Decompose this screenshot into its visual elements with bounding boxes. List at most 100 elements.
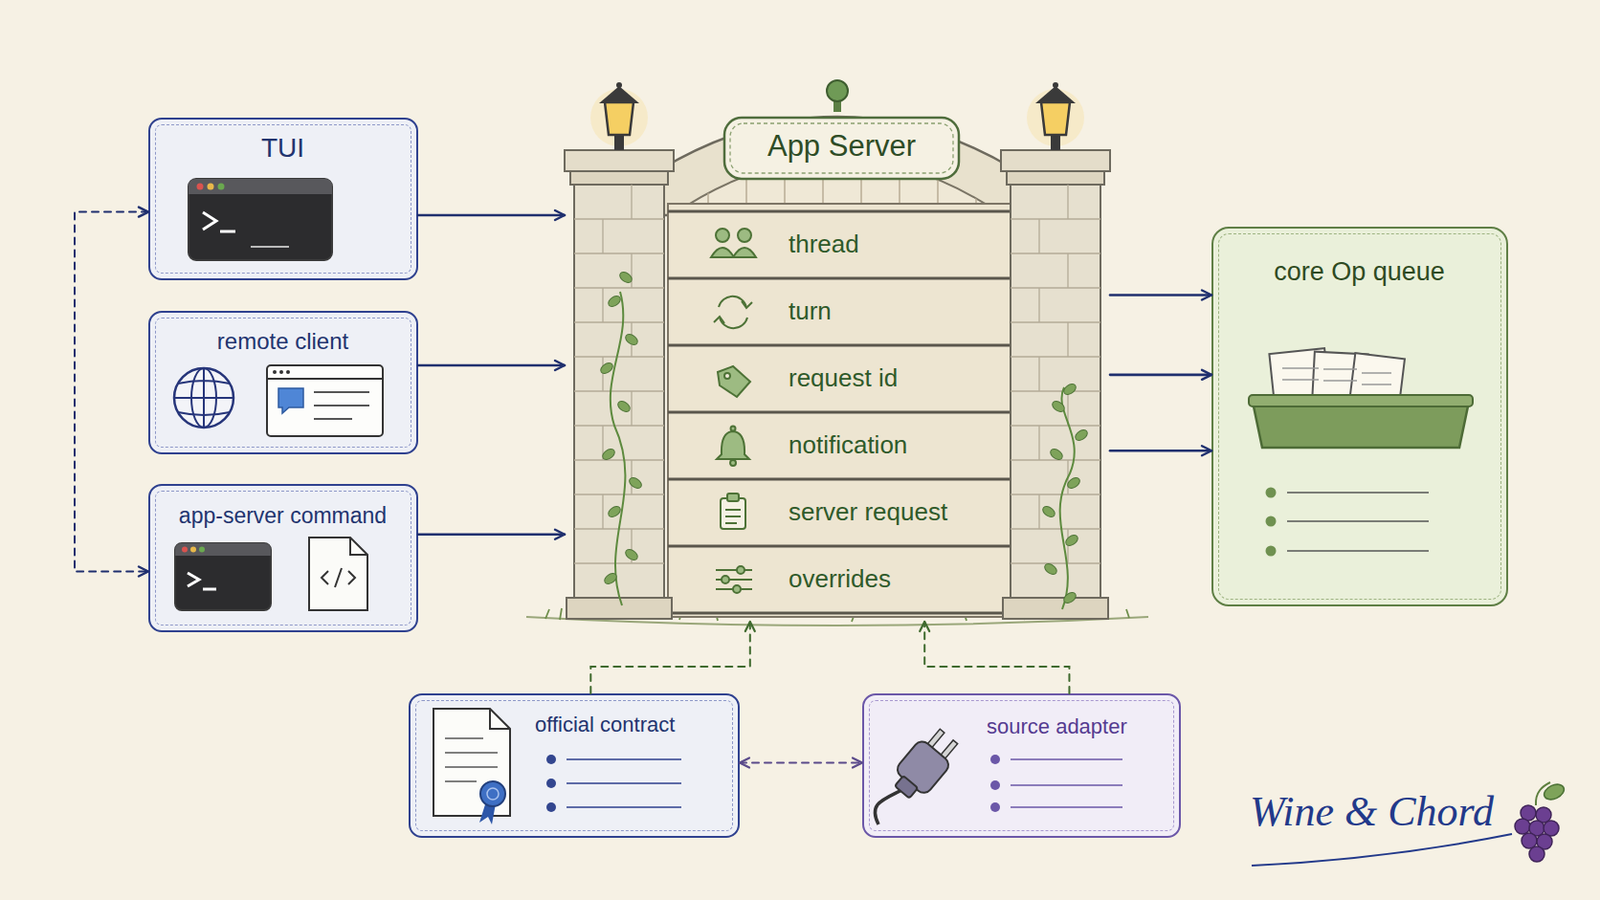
terminal-icon bbox=[181, 547, 188, 554]
watermark-ornament bbox=[1251, 834, 1512, 867]
terminal-icon bbox=[190, 547, 197, 554]
stone-pillars bbox=[630, 184, 632, 220]
connector-arrow bbox=[924, 622, 1069, 694]
terminal-icon bbox=[175, 543, 271, 556]
watermark-ornament bbox=[1541, 781, 1567, 803]
client-box: TUI bbox=[148, 117, 419, 281]
watermark-ornament bbox=[1535, 807, 1552, 823]
stone-pillars bbox=[1066, 529, 1068, 564]
stone-pillars bbox=[1066, 322, 1068, 357]
stone-pillars bbox=[1010, 252, 1101, 254]
stone-pillars bbox=[1066, 253, 1068, 289]
row-icons bbox=[730, 460, 736, 467]
stone-pillars bbox=[564, 150, 674, 172]
bullet-list bbox=[990, 755, 1123, 813]
watermark: Wine & Chord bbox=[1249, 788, 1528, 838]
client-box: app-server command bbox=[148, 484, 419, 633]
stone-pillars bbox=[1038, 425, 1040, 461]
bullet-list bbox=[546, 778, 556, 789]
bullet-list bbox=[1287, 492, 1429, 552]
terminal-icon bbox=[188, 178, 333, 195]
browser-chat-icon bbox=[266, 365, 383, 437]
terminal-icon bbox=[175, 543, 271, 611]
stone-pillars bbox=[574, 562, 665, 564]
terminal-icon bbox=[197, 183, 204, 191]
ground bbox=[545, 608, 1130, 623]
row-icons bbox=[719, 317, 748, 329]
queue-tray-icon bbox=[1248, 395, 1473, 407]
terminal-icon bbox=[199, 547, 205, 554]
arch-finial bbox=[826, 80, 848, 102]
row-icons bbox=[725, 510, 741, 524]
row-icons bbox=[737, 228, 752, 243]
gateway-gate: App Serverthreadturnrequest idnotificati… bbox=[564, 81, 1111, 623]
terminal-icon bbox=[220, 230, 236, 234]
stone-pillars bbox=[1010, 218, 1101, 220]
contract-document-icon bbox=[479, 801, 496, 825]
stone-pillars bbox=[630, 529, 632, 564]
gate-row: turn bbox=[671, 280, 1013, 344]
browser-chat-icon bbox=[279, 370, 284, 375]
lanterns bbox=[616, 82, 623, 89]
row-icons bbox=[711, 228, 756, 594]
arch-finial bbox=[833, 98, 842, 112]
gate-panel bbox=[667, 203, 1015, 618]
browser-chat-icon bbox=[266, 365, 383, 437]
row-icons bbox=[720, 498, 746, 530]
node-label: overrides bbox=[788, 565, 1011, 595]
stone-pillars bbox=[574, 252, 665, 254]
connector-arrow bbox=[1110, 293, 1212, 297]
stone-pillars bbox=[1010, 424, 1101, 426]
connector-arrow bbox=[74, 212, 149, 573]
row-icons bbox=[724, 373, 731, 379]
queue-tray-icon bbox=[1311, 352, 1369, 423]
ivy bbox=[623, 332, 641, 347]
plug-icon bbox=[939, 740, 958, 761]
terminal-icon bbox=[250, 245, 289, 248]
plug-icon bbox=[926, 729, 945, 750]
watermark-ornament bbox=[1535, 782, 1551, 806]
lanterns bbox=[614, 134, 624, 151]
gate-row: server request bbox=[671, 481, 1013, 545]
bullet-list bbox=[546, 755, 556, 765]
contract-document-icon bbox=[444, 738, 498, 782]
contract-document-icon bbox=[489, 709, 511, 730]
queue-tray-icon bbox=[1282, 368, 1392, 385]
row-icons bbox=[718, 296, 747, 308]
ivy bbox=[599, 360, 616, 376]
ivy bbox=[599, 269, 1090, 605]
stone-pillars bbox=[566, 598, 672, 620]
node-label: turn bbox=[788, 297, 1011, 327]
ivy bbox=[610, 291, 626, 606]
code-file-icon bbox=[309, 537, 368, 611]
ivy bbox=[1064, 533, 1081, 548]
node-label: notification bbox=[788, 431, 1011, 461]
lanterns bbox=[599, 86, 640, 104]
stone-pillars bbox=[1010, 287, 1101, 289]
adapter-box: source adapter bbox=[862, 693, 1181, 839]
client-box: remote client bbox=[148, 311, 419, 455]
stone-pillars bbox=[601, 425, 603, 461]
stone-pillars bbox=[1038, 219, 1040, 254]
bullet-list bbox=[990, 780, 1000, 791]
globe-icon bbox=[191, 368, 217, 428]
stone-pillars bbox=[574, 321, 665, 323]
stone-pillars bbox=[1010, 562, 1101, 564]
arch-finial bbox=[826, 80, 848, 112]
arch-planks bbox=[708, 119, 977, 216]
code-file-icon bbox=[350, 537, 368, 556]
watermark-ornament bbox=[1514, 805, 1559, 863]
connector-arrow bbox=[1110, 449, 1212, 453]
stone-pillars bbox=[1000, 150, 1111, 172]
row-icons bbox=[721, 576, 730, 584]
lanterns bbox=[1052, 82, 1059, 89]
ivy bbox=[1062, 590, 1079, 605]
ivy bbox=[1050, 399, 1067, 414]
plug-icon bbox=[894, 776, 918, 800]
ivy bbox=[616, 399, 633, 414]
watermark-ornament bbox=[1520, 805, 1536, 822]
node-label: remote client bbox=[150, 328, 416, 356]
bullet-list bbox=[1266, 546, 1277, 557]
row-icons bbox=[715, 228, 730, 243]
